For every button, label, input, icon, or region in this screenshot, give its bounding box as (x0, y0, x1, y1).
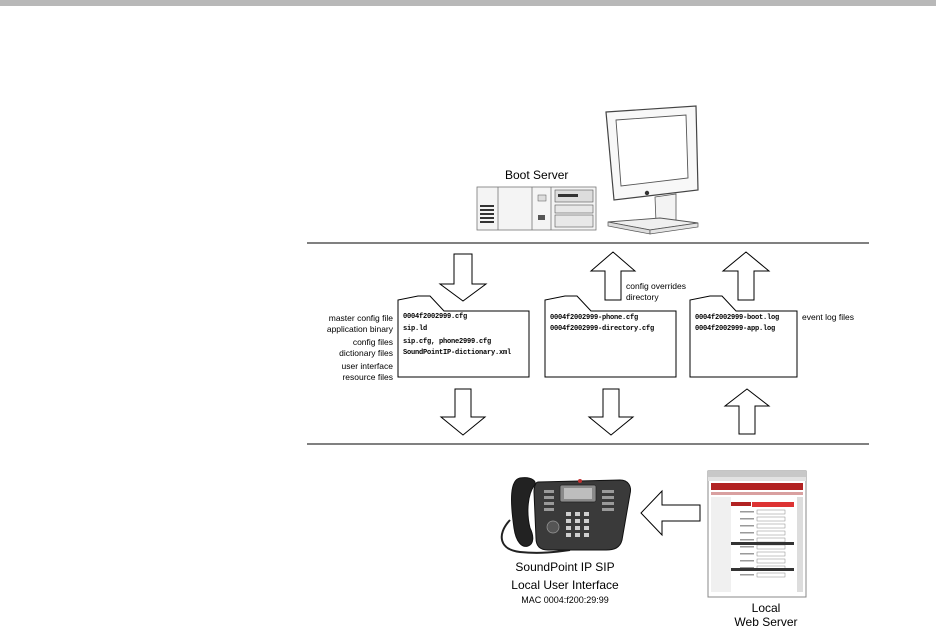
folder1-file-4: SoundPointIP-dictionary.xml (403, 349, 512, 357)
folder2-file-1: 0004f2002999-phone.cfg (550, 314, 639, 322)
dictionary-files-label: dictionary files (339, 348, 393, 358)
ui-resource-label-1: user interface (341, 361, 394, 371)
master-config-label: master config file (328, 313, 393, 323)
folder2-file-2: 0004f2002999-directory.cfg (550, 325, 655, 333)
config-files-label: config files (352, 337, 393, 347)
arrow-down-top-1 (438, 253, 488, 302)
config-overrides-label: config overrides (626, 281, 687, 291)
web-server-screenshot-icon (707, 470, 807, 598)
phone-mac: MAC 0004:f200:29:99 (521, 595, 609, 605)
web-server-label-1: Local (751, 601, 781, 615)
event-log-label: event log files (802, 312, 854, 322)
folder-3 (689, 295, 798, 378)
arrow-up-top-3 (721, 251, 771, 301)
folder1-file-2: sip.ld (403, 325, 428, 333)
phone-title: SoundPoint IP SIP (515, 560, 615, 574)
server-tower-icon (476, 186, 597, 231)
folder-1 (397, 295, 530, 378)
top-bar (0, 0, 936, 6)
ui-resource-label-2: resource files (342, 372, 393, 382)
phone-subtitle: Local User Interface (511, 578, 619, 592)
application-binary-label: application binary (326, 324, 393, 334)
monitor-icon (605, 105, 699, 235)
folder-2 (544, 295, 677, 378)
phone-icon (500, 477, 631, 554)
folder3-file-1: 0004f2002999-boot.log (695, 314, 780, 322)
arrow-up-bottom-3 (723, 388, 771, 435)
arrow-up-top-2 (589, 251, 637, 301)
folder1-file-1: 0004f2002999.cfg (403, 313, 468, 321)
arrow-down-bottom-2 (587, 388, 635, 436)
directory-label: directory (626, 292, 659, 302)
arrow-left-web (640, 489, 701, 537)
folder1-file-3: sip.cfg, phone2999.cfg (403, 338, 492, 346)
arrow-down-bottom-1 (439, 388, 487, 436)
folder3-file-2: 0004f2002999-app.log (695, 325, 776, 333)
web-server-label-2: Web Server (734, 615, 798, 629)
boot-server-label: Boot Server (505, 168, 569, 182)
